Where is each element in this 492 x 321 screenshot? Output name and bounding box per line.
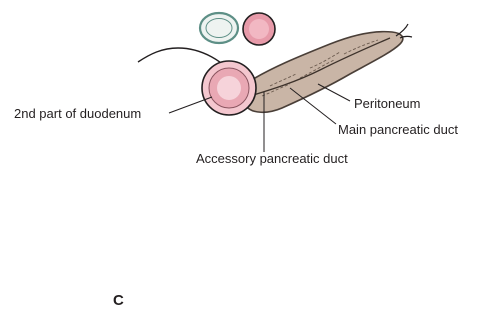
accessory-pancreatic-duct-label: Accessory pancreatic duct [196, 151, 348, 166]
artery-cross-section [243, 13, 275, 45]
duodenum-cross-section [202, 61, 256, 115]
peritoneum-leader [318, 84, 350, 101]
peritoneum-label: Peritoneum [354, 96, 420, 111]
main-pancreatic-duct-label: Main pancreatic duct [338, 122, 458, 137]
panel-letter: C [113, 292, 124, 309]
duodenum-leader [169, 97, 212, 113]
vein-cross-section [200, 13, 238, 43]
duodenum-label: 2nd part of duodenum [14, 106, 141, 121]
